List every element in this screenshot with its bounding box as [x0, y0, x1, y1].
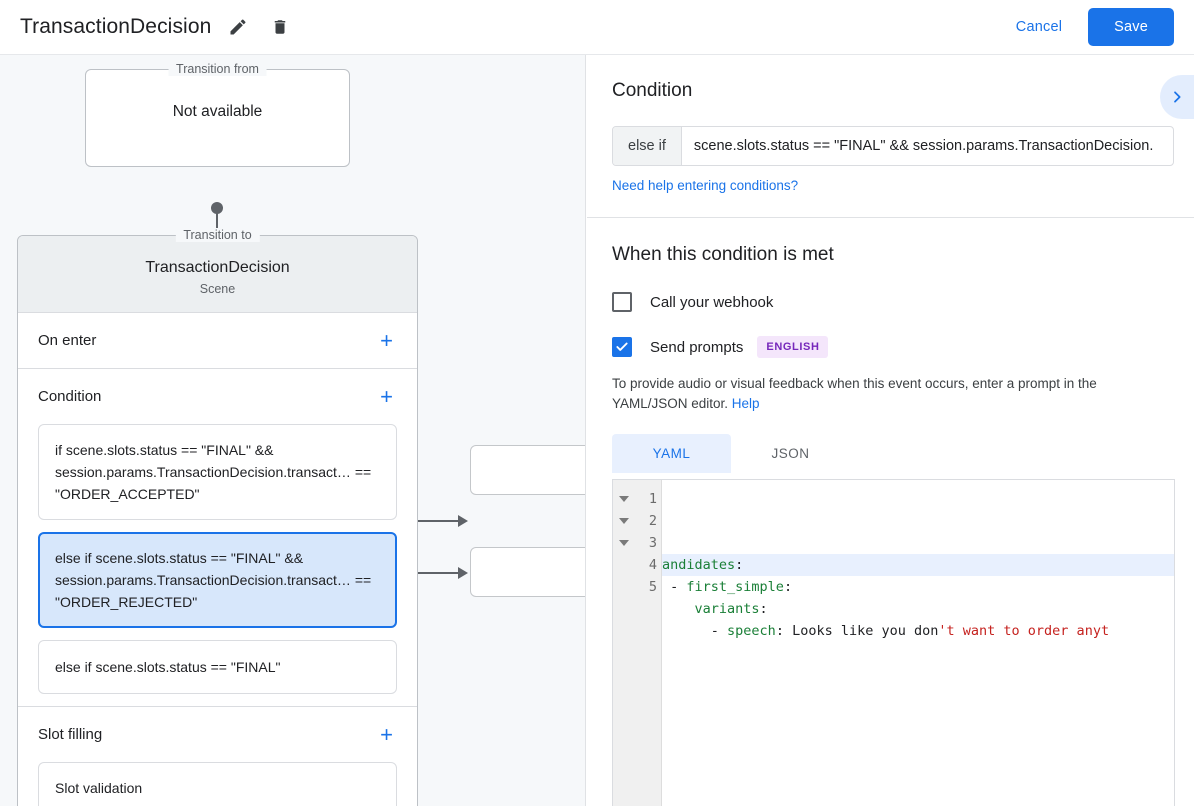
- code-line[interactable]: - first_simple:: [662, 576, 1174, 598]
- code-token-plain: :: [735, 557, 744, 573]
- scene-header: TransactionDecision Scene: [18, 236, 417, 313]
- condition-section: Condition else if scene.slots.status == …: [587, 55, 1194, 218]
- pencil-icon[interactable]: [223, 12, 253, 42]
- edge-line: [398, 520, 460, 522]
- edge-line: [398, 572, 460, 574]
- code-token-key: speech: [727, 623, 776, 639]
- scene-title: TransactionDecision: [145, 259, 290, 276]
- add-condition-button[interactable]: +: [380, 383, 393, 409]
- node-transition-from[interactable]: Transition from Not available: [85, 62, 350, 167]
- line-number: 2: [648, 513, 657, 529]
- fold-spacer: [613, 554, 635, 576]
- code-token-plain: :: [783, 579, 793, 595]
- page-title: TransactionDecision: [20, 15, 212, 38]
- editor-code-area[interactable]: andidates: - first_simple: variants: - s…: [662, 480, 1174, 806]
- line-number: 5: [648, 579, 657, 595]
- prompt-description: To provide audio or visual feedback when…: [612, 374, 1169, 414]
- code-line[interactable]: andidates:: [662, 554, 1174, 576]
- fold-triangle-icon[interactable]: [613, 488, 635, 510]
- section-header: On enter +: [38, 313, 397, 368]
- top-app-bar: TransactionDecision Cancel Save: [0, 0, 1194, 55]
- call-webhook-checkbox[interactable]: [612, 292, 632, 312]
- target-node[interactable]: [470, 445, 585, 495]
- code-line[interactable]: variants:: [662, 598, 1174, 620]
- edge-arrow-icon: [458, 515, 468, 527]
- language-badge: ENGLISH: [757, 336, 829, 358]
- call-webhook-label: Call your webhook: [650, 293, 774, 311]
- code-token-key: andidates: [662, 557, 736, 573]
- slot-validation-card[interactable]: Slot validation: [38, 762, 397, 806]
- edge-arrow-icon: [458, 567, 468, 579]
- editor-line-numbers: 1 2 3 4 5: [635, 480, 662, 806]
- tab-json[interactable]: JSON: [771, 446, 810, 461]
- fold-spacer: [613, 576, 635, 598]
- condition-card[interactable]: if scene.slots.status == "FINAL" && sess…: [38, 424, 397, 520]
- prompt-description-text: To provide audio or visual feedback when…: [612, 376, 1097, 411]
- condition-prefix-label: else if: [613, 127, 682, 165]
- section-on-enter: On enter +: [18, 313, 417, 369]
- editor-format-tabs: YAML JSON: [612, 434, 1169, 473]
- line-number: 1: [648, 491, 657, 507]
- yaml-json-editor[interactable]: 1 2 3 4 5 andidates: - first_simple: variant…: [612, 479, 1175, 806]
- flow-canvas[interactable]: Transition from Not available Transition…: [0, 55, 586, 806]
- transition-from-value: Not available: [172, 103, 263, 120]
- code-token-plain: [662, 601, 695, 617]
- code-token-plain: Looks like you don: [792, 623, 939, 639]
- code-token-str: 't want to order anyt: [938, 623, 1110, 639]
- section-label-condition: Condition: [38, 388, 102, 405]
- topbar-actions: Cancel Save: [1000, 8, 1174, 46]
- code-token-key: first_simple: [686, 579, 784, 595]
- trash-icon[interactable]: [265, 12, 295, 42]
- when-condition-met-section: When this condition is met Call your web…: [587, 218, 1194, 806]
- fold-triangle-icon[interactable]: [613, 532, 635, 554]
- save-button[interactable]: Save: [1088, 8, 1174, 46]
- target-node[interactable]: [470, 547, 585, 597]
- condition-help-link[interactable]: Need help entering conditions?: [612, 178, 799, 193]
- scene-subtitle: Scene: [199, 282, 236, 296]
- send-prompts-checkbox[interactable]: [612, 337, 632, 357]
- webhook-row[interactable]: Call your webhook: [612, 292, 1169, 312]
- condition-card[interactable]: else if scene.slots.status == "FINAL": [38, 640, 397, 694]
- line-number: 3: [648, 535, 657, 551]
- condition-heading: Condition: [612, 80, 693, 101]
- when-met-heading: When this condition is met: [612, 244, 834, 265]
- code-token-key: variants: [694, 601, 760, 617]
- tab-yaml[interactable]: YAML: [612, 434, 731, 473]
- details-panel: Condition else if scene.slots.status == …: [587, 55, 1194, 806]
- condition-expression-input[interactable]: scene.slots.status == "FINAL" && session…: [693, 138, 1154, 154]
- code-line[interactable]: - speech: Looks like you don't want to o…: [662, 620, 1174, 642]
- code-token-plain: -: [662, 579, 687, 595]
- fold-triangle-icon[interactable]: [613, 510, 635, 532]
- chevron-right-icon[interactable]: [1160, 75, 1194, 119]
- cancel-button[interactable]: Cancel: [1000, 10, 1078, 44]
- section-condition: Condition + if scene.slots.status == "FI…: [18, 369, 417, 707]
- section-header: Condition +: [38, 369, 397, 424]
- add-on-enter-button[interactable]: +: [380, 327, 393, 353]
- code-token-plain: :: [775, 623, 793, 639]
- code-line[interactable]: [662, 642, 1174, 664]
- section-slot-filling: Slot filling + Slot validation: [18, 707, 417, 806]
- add-slot-filling-button[interactable]: +: [380, 721, 393, 747]
- line-number: 4: [648, 557, 657, 573]
- section-label-on-enter: On enter: [38, 332, 97, 349]
- code-token-plain: -: [662, 623, 728, 639]
- send-prompts-row[interactable]: Send prompts ENGLISH: [612, 336, 1169, 358]
- code-token-plain: :: [759, 601, 768, 617]
- condition-input-row[interactable]: else if scene.slots.status == "FINAL" &&…: [612, 126, 1174, 166]
- transition-from-legend: Transition from: [168, 62, 267, 76]
- transition-to-legend: Transition to: [175, 228, 260, 242]
- editor-fold-gutter[interactable]: [613, 480, 635, 806]
- section-label-slot-filling: Slot filling: [38, 726, 103, 743]
- send-prompts-label: Send prompts: [650, 338, 744, 356]
- condition-card-selected[interactable]: else if scene.slots.status == "FINAL" &&…: [38, 532, 397, 628]
- node-transition-to[interactable]: Transition to TransactionDecision Scene …: [17, 228, 418, 806]
- prompt-help-link[interactable]: Help: [731, 396, 760, 411]
- section-header: Slot filling +: [38, 707, 397, 762]
